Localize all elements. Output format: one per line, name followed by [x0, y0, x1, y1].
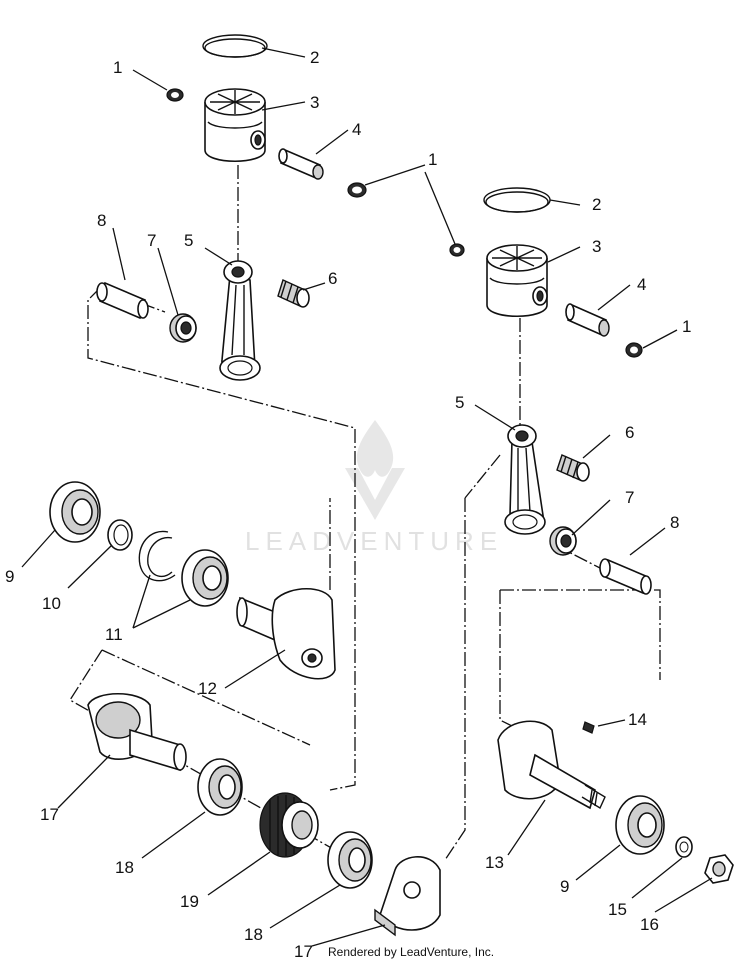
leader-lines: [21, 47, 713, 947]
callout-1b: 1: [428, 150, 437, 169]
spacer-left: [96, 281, 149, 320]
crankshaft-half-12: [236, 588, 336, 680]
callout-15: 15: [608, 900, 627, 919]
callout-17b: 17: [294, 942, 313, 960]
needle-bearing-right-large: [549, 526, 577, 556]
callout-4a: 4: [352, 120, 361, 139]
callout-5b: 5: [455, 393, 464, 412]
callout-11: 11: [105, 625, 123, 644]
callout-6a: 6: [328, 269, 337, 288]
callout-7a: 7: [147, 231, 156, 250]
callout-8a: 8: [97, 211, 106, 230]
callout-1c: 1: [682, 317, 691, 336]
circlip-right-1: [449, 243, 465, 257]
piston-pin-left: [278, 148, 324, 180]
crankshaft-half-17-upper: [87, 693, 187, 772]
watermark-v-icon: [345, 468, 405, 520]
needle-bearing-left-large: [169, 313, 197, 343]
needle-bearing-right-small: [556, 454, 590, 482]
piston-ring-left: [202, 34, 268, 58]
render-credit: Rendered by LeadVenture, Inc.: [328, 945, 494, 959]
circlip-left-1: [166, 88, 184, 102]
connecting-rod-left: [219, 260, 261, 381]
spacer-right: [599, 558, 652, 595]
connecting-rod-right: [504, 424, 546, 535]
oil-seal-19: [259, 792, 319, 858]
callout-18b: 18: [244, 925, 263, 944]
callout-6b: 6: [625, 423, 634, 442]
crankshaft-half-17-lower: [374, 856, 441, 937]
main-bearing-right-9: [615, 795, 665, 855]
callout-14: 14: [628, 710, 647, 729]
watermark-text: LEADVENTURE: [245, 526, 503, 556]
woodruff-key-14: [582, 721, 595, 734]
piston-left: [204, 88, 266, 163]
main-bearing-18-upper: [197, 758, 243, 816]
callout-10: 10: [42, 594, 61, 613]
needle-bearing-left-small: [277, 279, 310, 308]
callout-4b: 4: [637, 275, 646, 294]
main-bearing-left-9: [49, 481, 101, 543]
callout-3a: 3: [310, 93, 319, 112]
circlip-left-2: [347, 182, 367, 198]
snap-ring-11: [138, 530, 176, 582]
callout-13: 13: [485, 853, 504, 872]
watermark: LEADVENTURE: [245, 420, 503, 556]
main-bearing-18-lower: [327, 831, 373, 889]
callouts: 1 2 3 4 1 2 3 4 1 8 7 5 6 5 6 7 8 9 10 1…: [5, 48, 691, 960]
phantom-lines: [69, 165, 661, 861]
callout-1a: 1: [113, 58, 122, 77]
circlip-right-2: [625, 342, 643, 358]
callout-9a: 9: [5, 567, 14, 586]
nut-16: [704, 854, 734, 884]
callout-18a: 18: [115, 858, 134, 877]
callout-9b: 9: [560, 877, 569, 896]
washer-left-10: [107, 519, 133, 551]
washer-15: [675, 836, 693, 858]
callout-16: 16: [640, 915, 659, 934]
callout-12: 12: [198, 679, 217, 698]
watermark-flame-icon: [356, 420, 394, 477]
crankshaft-half-13: [497, 720, 606, 810]
piston-right: [486, 244, 548, 318]
callout-2b: 2: [592, 195, 601, 214]
main-bearing-11: [181, 549, 229, 607]
callout-8b: 8: [670, 513, 679, 532]
piston-pin-right: [565, 303, 610, 337]
callout-5a: 5: [184, 231, 193, 250]
callout-3b: 3: [592, 237, 601, 256]
callout-19: 19: [180, 892, 199, 911]
piston-ring-right: [483, 187, 551, 213]
callout-7b: 7: [625, 488, 634, 507]
callout-2a: 2: [310, 48, 319, 67]
callout-17a: 17: [40, 805, 59, 824]
